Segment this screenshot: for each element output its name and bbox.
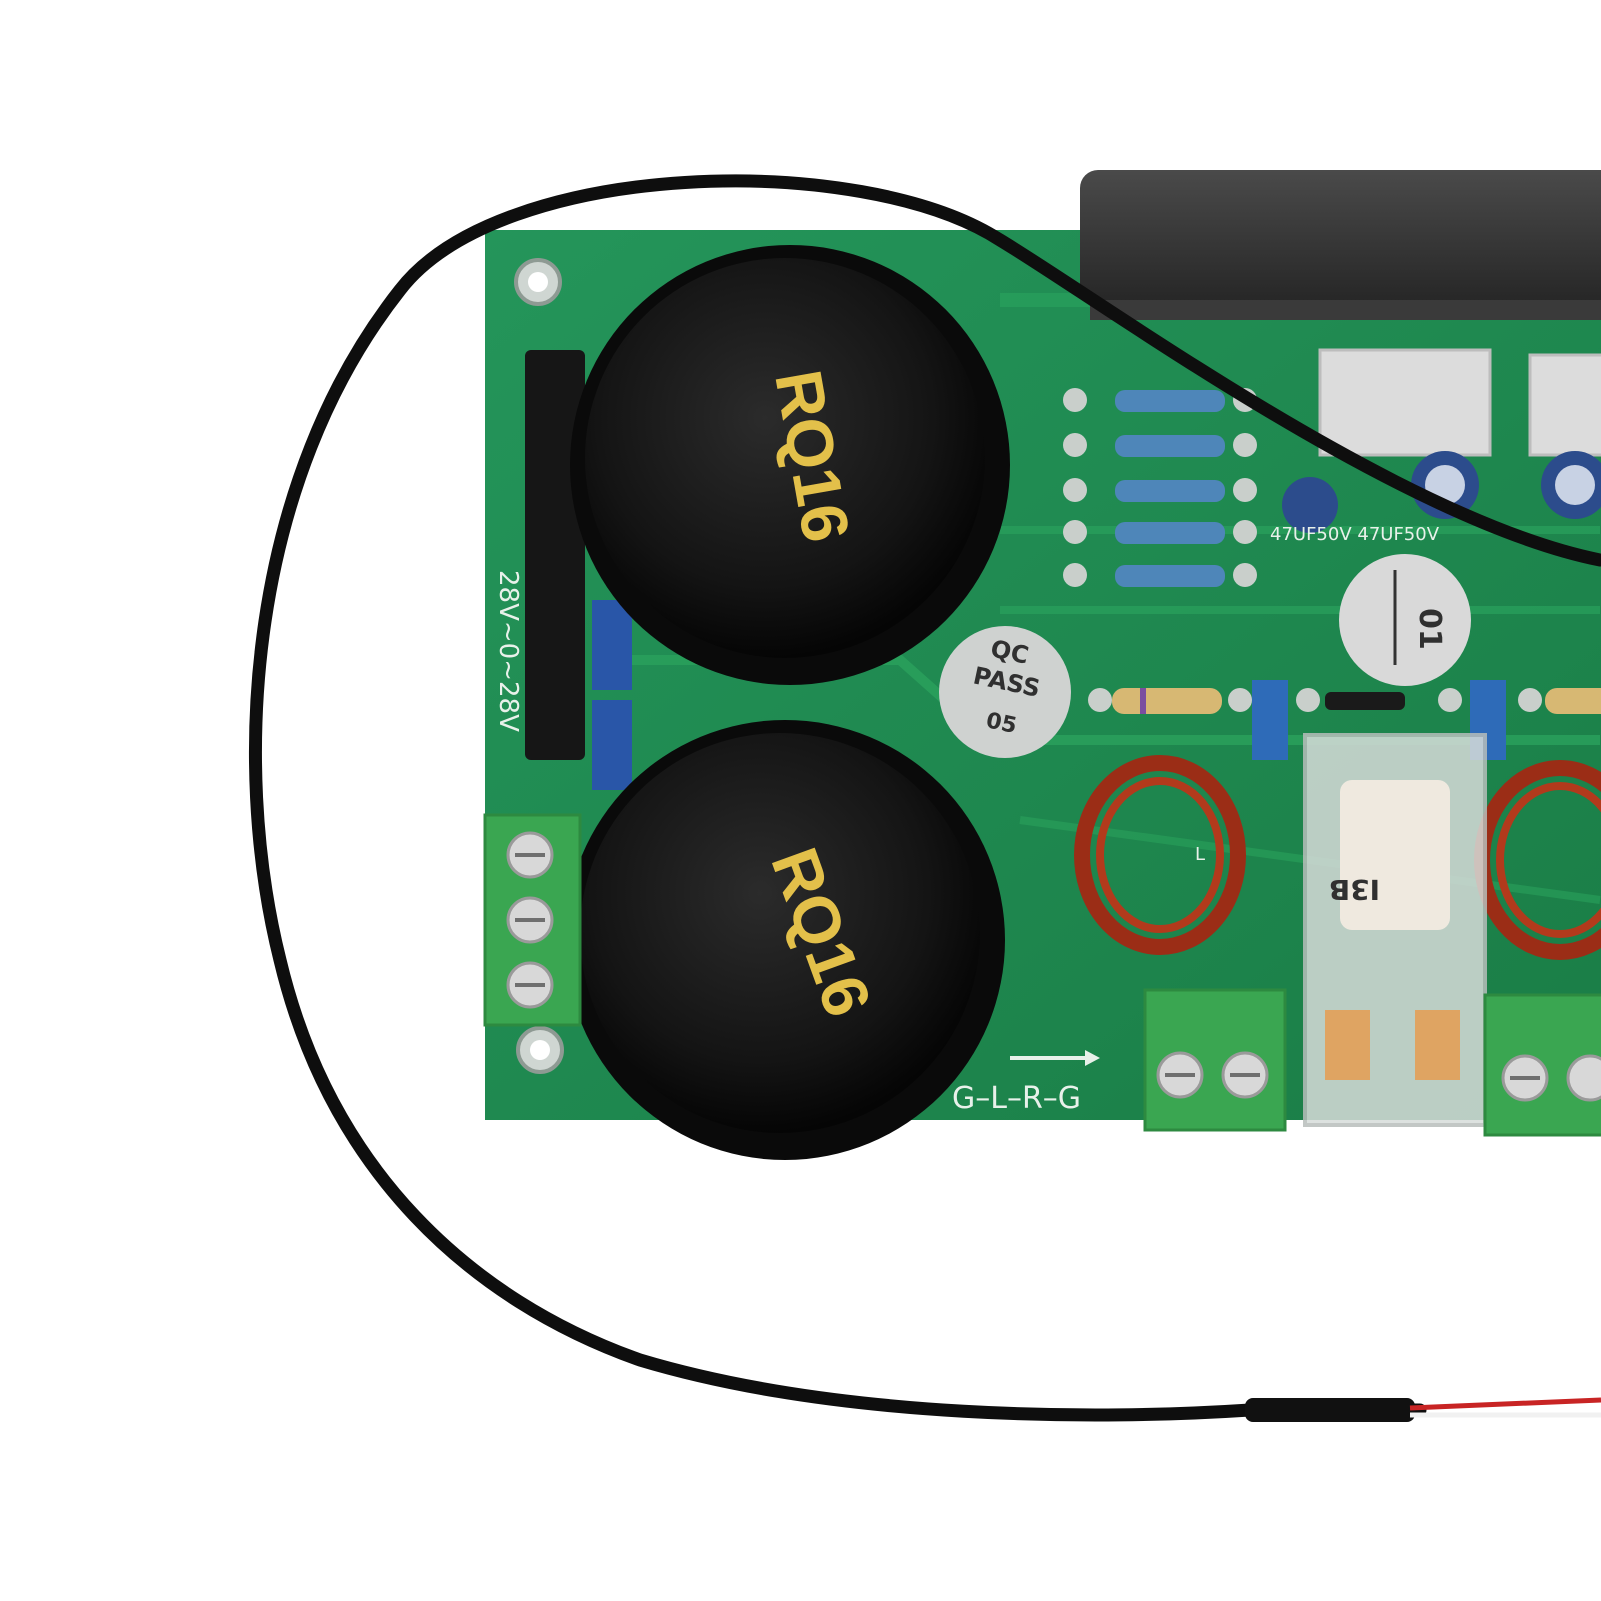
relay-marking-text: I3B	[1329, 873, 1380, 906]
signal-wires	[1409, 1397, 1601, 1418]
qc-line3: 05	[984, 708, 1019, 739]
round-sticker-text: 01	[1412, 608, 1447, 650]
resistor-row	[1063, 388, 1257, 587]
relay: I3B	[1303, 733, 1487, 1127]
black-cable	[249, 174, 1601, 1422]
power-silkscreen-text: 28V~0~28V	[493, 570, 523, 732]
output-silkscreen: G–L–R–G	[952, 1050, 1100, 1116]
power-terminal-block	[483, 813, 582, 1027]
cap-values-text: 47UF50V 47UF50V	[1270, 524, 1440, 545]
power-silkscreen: 28V~0~28V	[493, 570, 523, 732]
blue-capacitors	[592, 600, 632, 790]
round-sticker: 01	[1339, 554, 1471, 686]
qc-pass-sticker: QC PASS 05	[939, 626, 1071, 758]
output-silkscreen-text: G–L–R–G	[952, 1081, 1081, 1116]
power-resistors	[1318, 348, 1601, 457]
heatsink-bar	[1080, 170, 1601, 320]
bridge-rectifier	[525, 350, 585, 760]
output-terminal-block-right	[1483, 993, 1601, 1137]
inductor-mark-text: L	[1195, 844, 1205, 865]
filter-capacitor-bottom: RQ16	[565, 720, 1005, 1160]
filter-capacitor-top: RQ16	[570, 245, 1010, 685]
output-terminal-block-left	[1143, 988, 1287, 1132]
